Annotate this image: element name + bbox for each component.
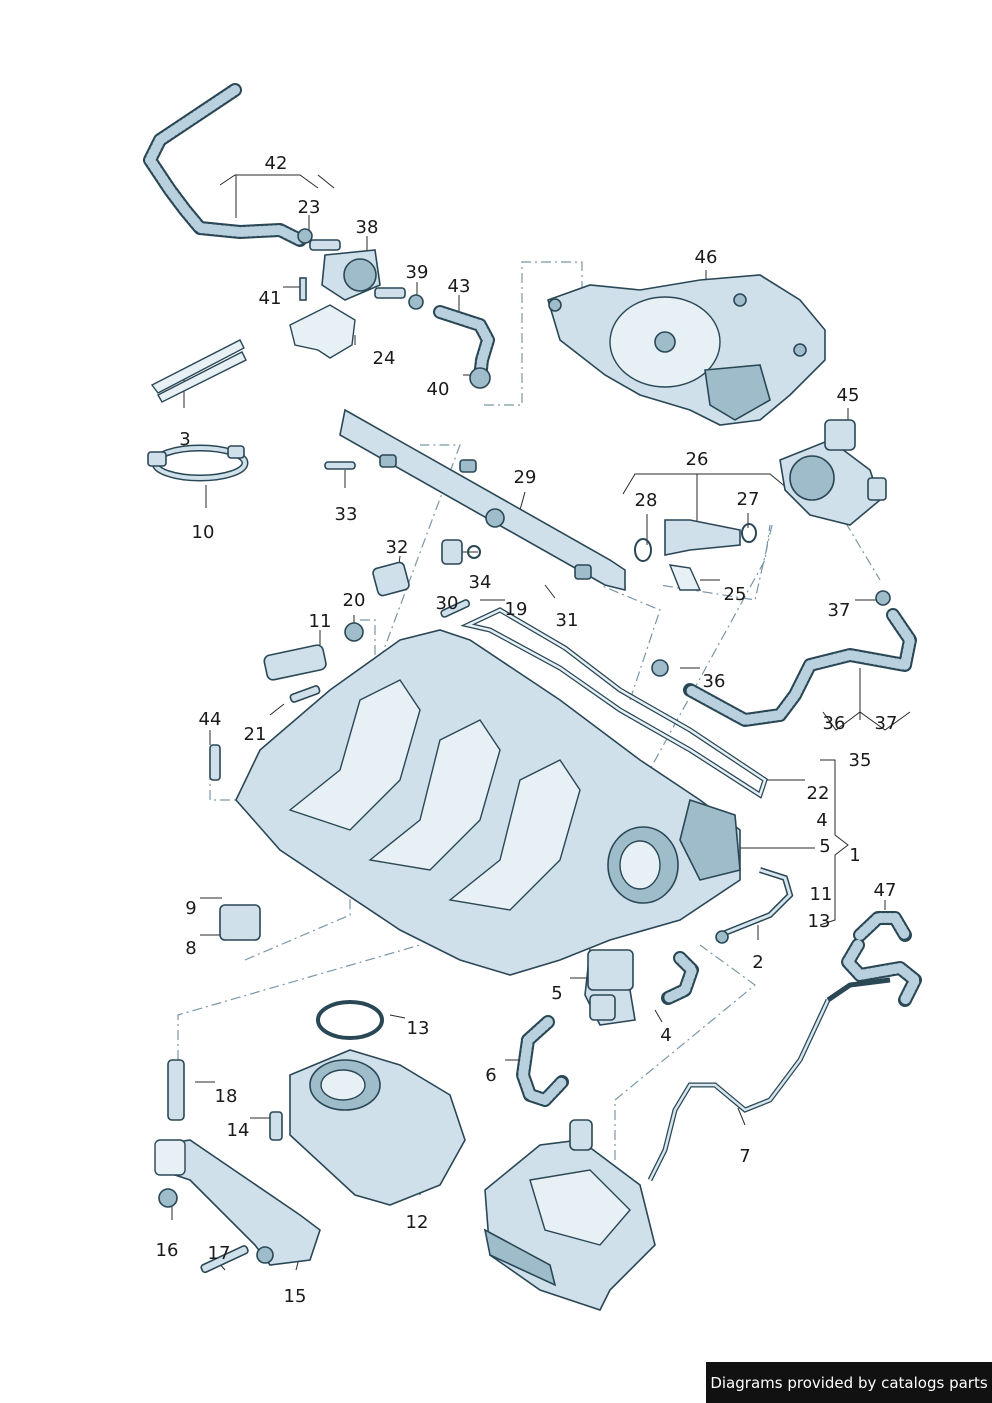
hoses	[143, 83, 922, 1107]
callout-5a: 5	[819, 836, 831, 857]
callout-46: 46	[694, 247, 718, 268]
fuel-injector	[634, 519, 757, 591]
callout-47: 47	[873, 880, 897, 901]
callout-5b: 5	[551, 983, 563, 1004]
callout-31: 31	[555, 610, 579, 631]
callout-17: 17	[207, 1243, 231, 1264]
cylinder-head-cover	[547, 274, 826, 426]
callout-2: 2	[752, 952, 764, 973]
callout-11b: 11	[809, 884, 833, 905]
callout-1: 1	[849, 845, 861, 866]
intake-manifold	[235, 629, 741, 1026]
callout-6: 6	[485, 1065, 497, 1086]
callout-35: 35	[848, 750, 872, 771]
callout-41: 41	[258, 288, 282, 309]
callout-39: 39	[405, 262, 429, 283]
callout-43: 43	[447, 276, 471, 297]
callout-29: 29	[513, 467, 537, 488]
callout-8: 8	[185, 938, 197, 959]
callout-40: 40	[426, 379, 450, 400]
callout-18: 18	[214, 1086, 238, 1107]
callout-11a: 11	[308, 611, 332, 632]
callout-14: 14	[226, 1120, 250, 1141]
callout-45: 45	[836, 385, 860, 406]
callout-21: 21	[243, 724, 267, 745]
callout-36b: 36	[822, 713, 846, 734]
tubes	[647, 867, 891, 1182]
callout-4a: 4	[816, 810, 828, 831]
callout-44: 44	[198, 709, 222, 730]
callout-32: 32	[385, 537, 409, 558]
callout-13a: 13	[406, 1018, 430, 1039]
callout-37b: 37	[874, 713, 898, 734]
callout-26: 26	[685, 449, 709, 470]
callout-23: 23	[297, 197, 321, 218]
fuel-pump	[779, 419, 887, 526]
callout-28: 28	[634, 490, 658, 511]
credit-banner: Diagrams provided by catalogs parts	[706, 1362, 992, 1403]
callout-12: 12	[405, 1212, 429, 1233]
callout-37a: 37	[827, 600, 851, 621]
air-filter-housing	[483, 1119, 656, 1311]
callout-9: 9	[185, 898, 197, 919]
fuel-rail	[339, 408, 626, 592]
callout-15: 15	[283, 1286, 307, 1307]
callout-25: 25	[723, 584, 747, 605]
support-bracket	[154, 1139, 321, 1266]
throttle-body	[289, 1000, 466, 1206]
callout-7: 7	[739, 1146, 751, 1167]
callout-33: 33	[334, 504, 358, 525]
manifold-gasket	[460, 607, 768, 799]
valve-and-bracket	[289, 228, 491, 389]
callout-22: 22	[806, 783, 830, 804]
callout-24: 24	[372, 348, 396, 369]
callout-20: 20	[342, 590, 366, 611]
callout-36a: 36	[702, 671, 726, 692]
callout-27: 27	[736, 489, 760, 510]
callout-4b: 4	[660, 1025, 672, 1046]
callout-38: 38	[355, 217, 379, 238]
callout-19: 19	[504, 599, 528, 620]
callout-30: 30	[435, 593, 459, 614]
small-parts	[158, 461, 891, 1274]
callout-42: 42	[264, 153, 288, 174]
callout-10: 10	[191, 522, 215, 543]
callout-3: 3	[179, 429, 191, 450]
callout-16: 16	[155, 1240, 179, 1261]
hose-clamp	[147, 444, 249, 482]
callout-34: 34	[468, 572, 492, 593]
cable-strap	[150, 339, 247, 403]
callout-13b: 13	[807, 911, 831, 932]
